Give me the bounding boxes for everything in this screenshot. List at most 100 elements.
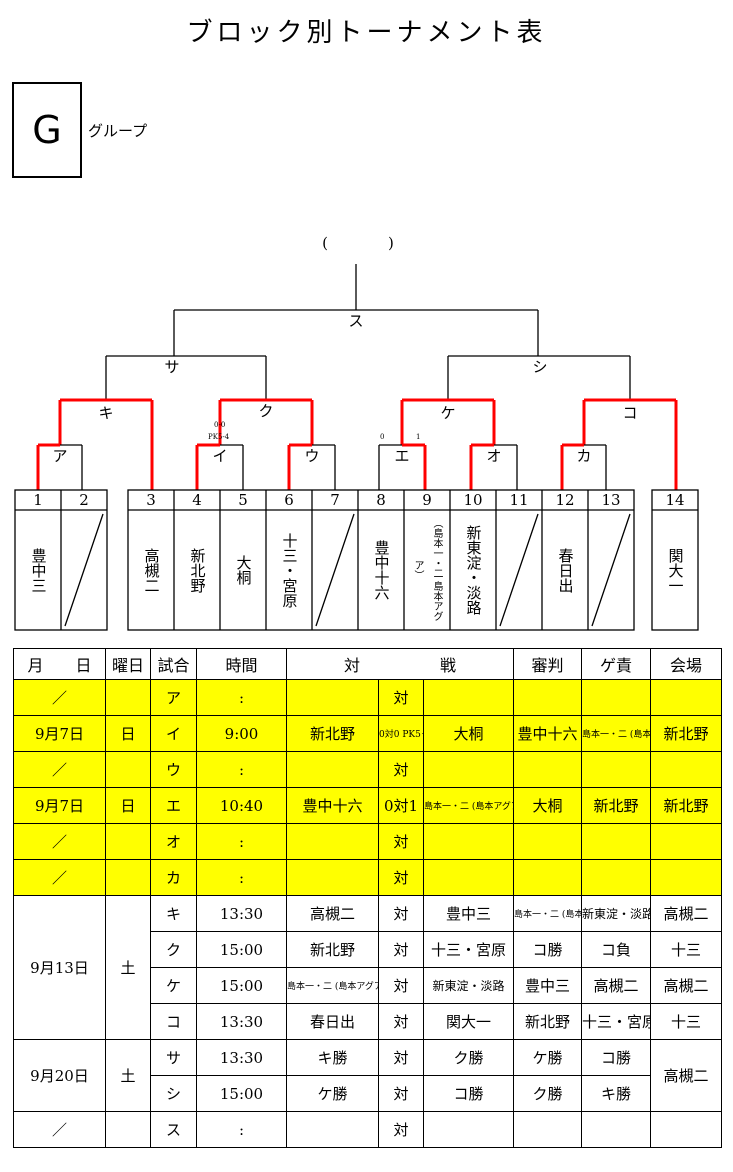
cell-time: 9:00 — [196, 715, 287, 752]
cell-venue: 新北野 — [650, 787, 722, 824]
team-number: 4 — [192, 491, 202, 509]
cell-time: 15:00 — [196, 1075, 287, 1112]
cell-away: 島本一・二 (島本アグア) — [423, 787, 514, 824]
cell-home — [286, 751, 379, 788]
cell-time: 13:30 — [196, 1039, 287, 1076]
cell-time: 15:00 — [196, 931, 287, 968]
header-duty: ゲ責 — [581, 648, 651, 680]
team-number: 6 — [284, 491, 294, 509]
cell-match: ス — [150, 1111, 197, 1148]
cell-venue — [650, 751, 722, 788]
cell-match: サ — [150, 1039, 197, 1076]
cell-away — [423, 751, 514, 788]
schedule-row: ／カ:対 — [13, 859, 722, 896]
empty-slot-slash — [315, 513, 355, 627]
schedule-row: ／オ:対 — [13, 823, 722, 860]
cell-duty — [581, 823, 651, 860]
cell-vs: 対 — [378, 1075, 424, 1112]
header-time: 時間 — [196, 648, 287, 680]
header-match: 試合 — [150, 648, 197, 680]
cell-time: 13:30 — [196, 1003, 287, 1040]
cell-away — [423, 679, 514, 716]
cell-vs: 0対0 PK5－4 — [378, 715, 424, 752]
header-referee: 審判 — [513, 648, 582, 680]
cell-ref: 島本一・二 (島本アグア) — [513, 895, 582, 932]
cell-home: 春日出 — [286, 1003, 379, 1040]
cell-home: 新北野 — [286, 715, 379, 752]
team-name-text: 大桐 — [234, 555, 253, 585]
cell-away — [423, 1111, 514, 1148]
cell-away: ク勝 — [423, 1039, 514, 1076]
team-name-text: 豊中三 — [29, 547, 48, 593]
cell-vs: 対 — [378, 895, 424, 932]
team-number: 8 — [376, 491, 386, 509]
cell-vs: 0対1 — [378, 787, 424, 824]
score-i-pk: PK5-4 — [208, 433, 230, 441]
cell-match: キ — [150, 895, 197, 932]
cell-ref: 豊中三 — [513, 967, 582, 1004]
team-number: 12 — [555, 491, 575, 509]
cell-venue — [650, 679, 722, 716]
cell-duty — [581, 859, 651, 896]
team-number: 11 — [509, 491, 529, 509]
cell-time: 15:00 — [196, 967, 287, 1004]
cell-away: 関大一 — [423, 1003, 514, 1040]
cell-day — [105, 1111, 151, 1148]
schedule-row: ／ス:対 — [13, 1111, 722, 1148]
team-name: 大桐 — [220, 512, 266, 628]
group-letter-box: G — [12, 82, 82, 178]
cell-ref — [513, 823, 582, 860]
cell-venue — [650, 859, 722, 896]
match-label-sa: サ — [164, 358, 180, 376]
cell-venue — [650, 1111, 722, 1148]
cell-away — [423, 859, 514, 896]
cell-day: 土 — [105, 1039, 151, 1112]
final-label: ( ) — [322, 234, 394, 252]
cell-date: ／ — [13, 823, 106, 860]
cell-duty — [581, 679, 651, 716]
team-name: 関大一 — [652, 512, 698, 628]
match-label-ka: カ — [576, 447, 592, 465]
team-number: 13 — [601, 491, 621, 509]
team-name-text: 関大一 — [666, 547, 685, 593]
cell-day: 日 — [105, 787, 151, 824]
team-number: 10 — [463, 491, 483, 509]
cell-time: 13:30 — [196, 895, 287, 932]
cell-vs: 対 — [378, 1003, 424, 1040]
cell-ref — [513, 1111, 582, 1148]
empty-slot-slash — [591, 513, 631, 627]
cell-away: 大桐 — [423, 715, 514, 752]
cell-vs: 対 — [378, 679, 424, 716]
cell-day: 土 — [105, 895, 151, 1040]
team-name: （島本一・二 島本アグア） — [404, 512, 450, 628]
cell-vs: 対 — [378, 967, 424, 1004]
team-name-text: （島本一・二 島本アグア） — [412, 518, 442, 622]
team-name: 春日出 — [542, 512, 588, 628]
team-number: 3 — [146, 491, 156, 509]
header-day: 曜日 — [105, 648, 151, 680]
cell-home: 豊中十六 — [286, 787, 379, 824]
empty-slot-slash — [64, 513, 104, 627]
cell-away: コ勝 — [423, 1075, 514, 1112]
match-label-ki: キ — [98, 404, 114, 422]
cell-match: エ — [150, 787, 197, 824]
cell-ref — [513, 859, 582, 896]
score-i: 0-0 — [214, 421, 226, 429]
schedule-row: ／ア:対 — [13, 679, 722, 716]
cell-home: 新北野 — [286, 931, 379, 968]
team-name-text: 春日出 — [556, 547, 575, 593]
team-name-text: 十三・宮原 — [280, 532, 299, 608]
cell-duty: 新北野 — [581, 787, 651, 824]
cell-duty: コ勝 — [581, 1039, 651, 1076]
team-number: 1 — [33, 491, 43, 509]
cell-match: ア — [150, 679, 197, 716]
cell-venue: 高槻二 — [650, 1039, 722, 1112]
cell-match: カ — [150, 859, 197, 896]
team-name-text: 豊中十六 — [372, 540, 391, 600]
cell-away: 豊中三 — [423, 895, 514, 932]
